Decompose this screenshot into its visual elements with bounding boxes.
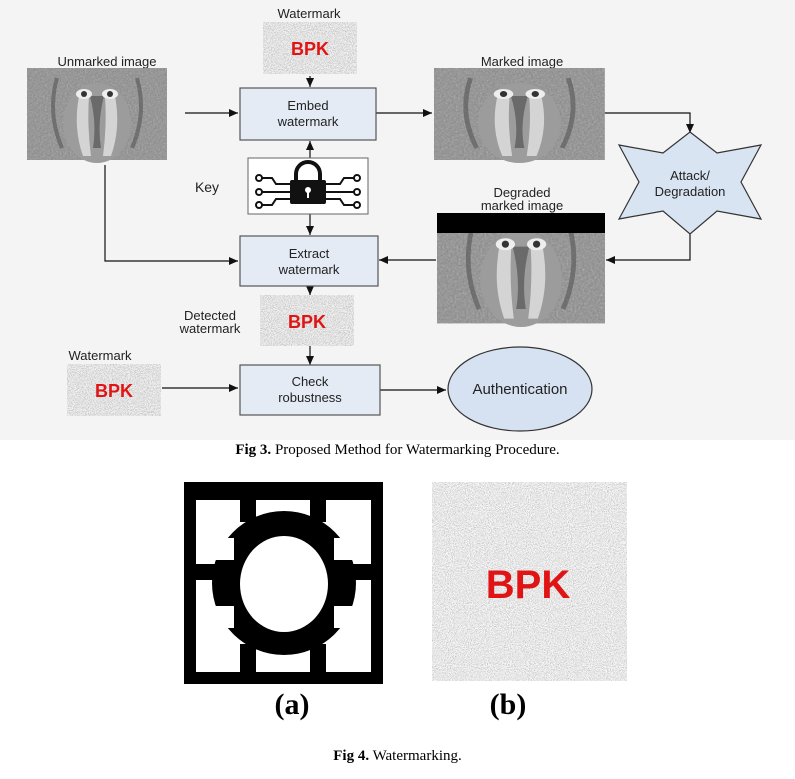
subfigure-b-label: (b)	[489, 688, 527, 721]
connectors	[104, 76, 694, 394]
fig3-caption-prefix: Fig 3.	[235, 442, 272, 458]
svg-text:watermark: watermark	[278, 262, 340, 277]
figure4-panels: BPK	[184, 482, 627, 684]
fig4-caption-text: Watermarking.	[369, 748, 462, 764]
svg-text:Embed: Embed	[287, 98, 328, 113]
svg-text:Authentication: Authentication	[472, 381, 567, 398]
detected-watermark-image: BPK	[260, 295, 354, 346]
watermarking-procedure-diagram: Watermark BPK Unmarked image Embed water…	[0, 0, 795, 440]
binary-logo-image	[184, 482, 383, 684]
degraded-label-line2: marked image	[481, 198, 563, 213]
svg-text:BPK: BPK	[95, 381, 133, 401]
svg-text:robustness: robustness	[278, 390, 342, 405]
fig3-caption: Fig 3. Proposed Method for Watermarking …	[0, 442, 795, 459]
svg-text:watermark: watermark	[277, 114, 339, 129]
unmarked-baboon-image	[27, 68, 167, 163]
lock-circuit-icon	[247, 157, 369, 215]
svg-text:BPK: BPK	[291, 39, 329, 59]
marked-image-label: Marked image	[481, 54, 563, 69]
watermark-top-label: Watermark	[277, 6, 341, 21]
svg-text:Degradation: Degradation	[655, 184, 726, 199]
svg-text:Extract: Extract	[289, 246, 330, 261]
watermark-left-label: Watermark	[68, 348, 132, 363]
unmarked-image-label: Unmarked image	[58, 54, 157, 69]
noise-watermark-image: BPK	[432, 482, 627, 681]
marked-baboon-image	[434, 68, 605, 163]
check-robustness-box: Check robustness	[239, 364, 381, 416]
degraded-label-line1: Degraded	[493, 185, 550, 200]
embed-watermark-box: Embed watermark	[239, 87, 377, 141]
svg-text:BPK: BPK	[288, 312, 326, 332]
fig3-caption-text: Proposed Method for Watermarking Procedu…	[271, 442, 560, 458]
attack-degradation-star: Attack/ Degradation	[617, 131, 763, 235]
fig4-caption-prefix: Fig 4.	[333, 748, 370, 764]
extract-watermark-box: Extract watermark	[239, 235, 379, 287]
svg-text:Check: Check	[292, 374, 329, 389]
watermark-left-image: BPK	[67, 364, 161, 416]
degraded-baboon-image	[437, 213, 605, 327]
detected-label-line1: Detected	[184, 308, 236, 323]
watermark-top-image: BPK	[263, 22, 357, 74]
subfigure-a-label: (a)	[274, 688, 310, 721]
fig4-caption: Fig 4. Watermarking.	[0, 748, 795, 765]
svg-text:BPK: BPK	[486, 563, 571, 607]
key-label: Key	[195, 179, 219, 195]
detected-label-line2: watermark	[179, 321, 241, 336]
authentication-ellipse: Authentication	[447, 346, 593, 432]
svg-text:Attack/: Attack/	[670, 168, 710, 183]
